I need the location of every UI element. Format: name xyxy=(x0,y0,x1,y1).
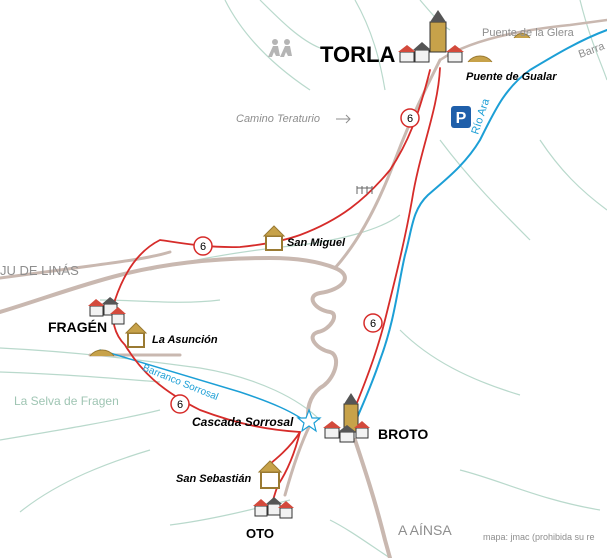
label-barr: Barra xyxy=(577,40,607,61)
chapel-icon-san-sebastian xyxy=(257,460,283,489)
rivers xyxy=(99,29,607,431)
label-linas: JU DE LINÁS xyxy=(0,263,79,278)
label-puente-glera: Puente de la Glera xyxy=(482,27,575,39)
waterfall-star-icon xyxy=(296,408,322,433)
chapel-icon-san-miguel xyxy=(262,225,286,251)
route-markers: 6 6 6 6 xyxy=(170,108,420,414)
parking-icon: P xyxy=(451,106,471,128)
svg-text:6: 6 xyxy=(370,318,376,330)
town-label-fragen: FRAGÉN xyxy=(48,319,107,335)
torla-village-icon xyxy=(398,10,464,63)
fragen-village-icon xyxy=(88,297,126,325)
oto-village-icon xyxy=(253,497,294,519)
town-label-oto: OTO xyxy=(246,526,274,541)
broto-village-icon xyxy=(323,393,370,443)
route-marker: 6 xyxy=(170,394,190,414)
label-camino-teraturio: Camino Teraturio xyxy=(236,113,320,125)
bridge-icon-glera xyxy=(513,33,531,39)
chapel-icon-la-asuncion xyxy=(124,322,148,348)
svg-text:6: 6 xyxy=(177,399,183,411)
route-marker: 6 xyxy=(193,236,213,256)
map-credit: mapa: jmac (prohibida su re xyxy=(483,532,595,542)
label-puente-gualar: Puente de Gualar xyxy=(466,71,557,83)
route-marker: 6 xyxy=(400,108,420,128)
town-label-broto: BROTO xyxy=(378,426,428,442)
hikers-icon xyxy=(268,39,292,57)
route-marker: 6 xyxy=(363,313,383,333)
town-label-torla: TORLA xyxy=(320,42,395,67)
label-san-miguel: San Miguel xyxy=(287,237,346,249)
svg-text:6: 6 xyxy=(407,113,413,125)
roads xyxy=(0,18,607,558)
label-cascada-sorrosal: Cascada Sorrosal xyxy=(192,415,294,429)
bridge-icon-gualar xyxy=(467,55,493,63)
svg-text:6: 6 xyxy=(200,241,206,253)
trail-route-6 xyxy=(112,67,441,511)
bridge-icon-fragen xyxy=(89,349,115,357)
label-san-sebastian: San Sebastián xyxy=(176,473,251,485)
svg-text:P: P xyxy=(456,110,467,127)
label-selva-fragen: La Selva de Fragen xyxy=(14,394,119,408)
label-la-asuncion: La Asunción xyxy=(152,334,218,346)
label-rio-ara: Río Ara xyxy=(469,96,492,135)
gate-icon xyxy=(356,186,373,194)
label-road-to-ainsa: A AÍNSA xyxy=(398,522,452,538)
arrow-icon xyxy=(336,114,351,124)
